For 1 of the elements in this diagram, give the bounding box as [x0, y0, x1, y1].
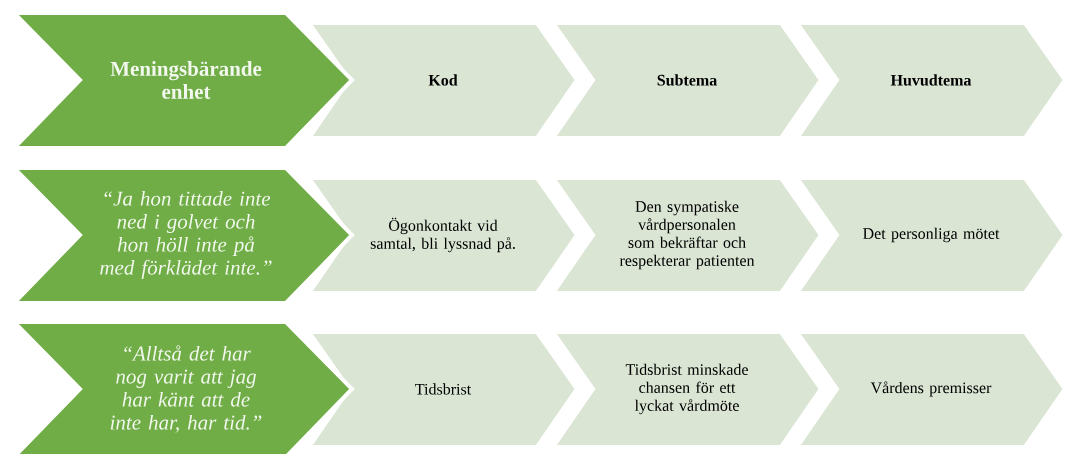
chevron-box: Meningsbärande enhet: [9, 11, 355, 150]
